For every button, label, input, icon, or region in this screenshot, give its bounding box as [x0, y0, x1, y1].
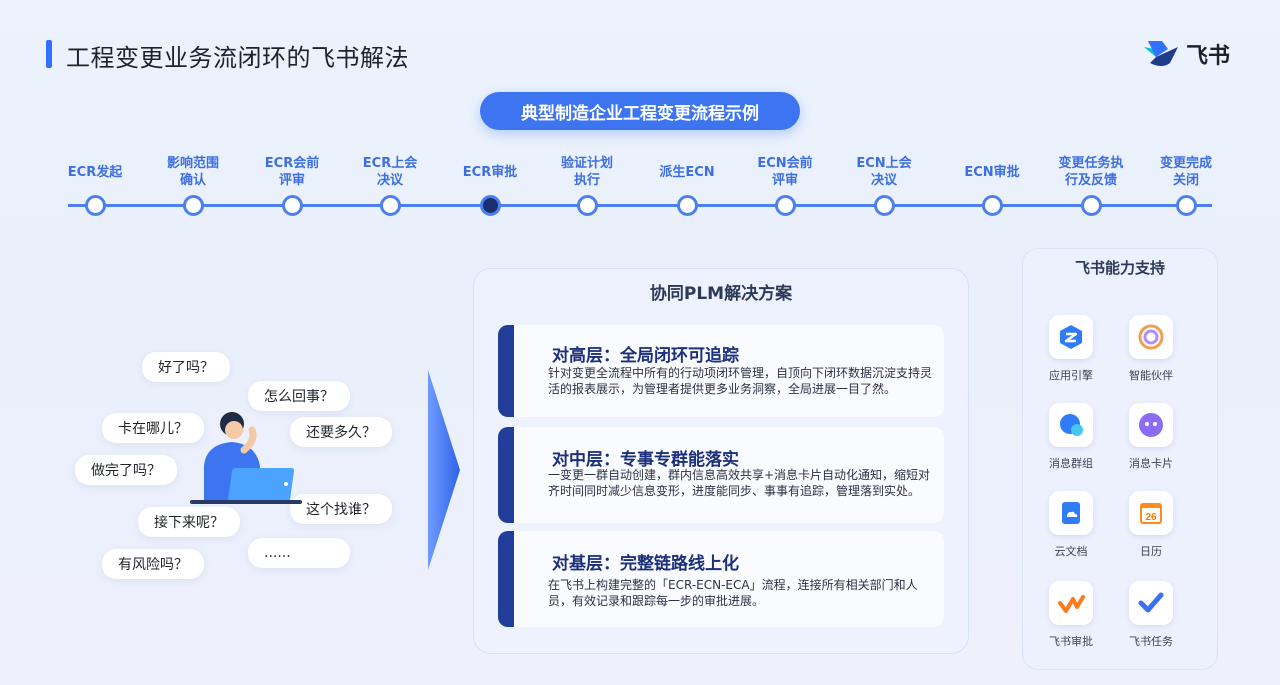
card-base-level: 对基层：完整链路线上化 在飞书上构建完整的「ECR-ECN-ECA」流程，连接所… — [498, 531, 944, 627]
timeline-step-label: 变更完成 关闭 — [1159, 156, 1212, 188]
timeline-step: 影响范围 确认 — [148, 154, 238, 216]
tool-ai-partner: 智能伙伴 — [1111, 315, 1191, 383]
timeline-step-label: ECR会前 评审 — [264, 156, 320, 188]
tool-task: 飞书任务 — [1111, 581, 1191, 649]
timeline-step-label: ECR发起 — [67, 164, 123, 180]
plm-title: 协同PLM解决方案 — [649, 284, 793, 304]
timeline-dot — [775, 195, 796, 216]
card-accent-bar — [498, 531, 514, 627]
card-text: 在飞书上构建完整的「ECR-ECN-ECA」流程，连接所有相关部门和人员，有效记… — [548, 578, 918, 608]
timeline-step: 变更任务执 行及反馈 — [1046, 154, 1136, 216]
tool-message-card: 消息卡片 — [1111, 403, 1191, 471]
timeline-step: ECR会前 评审 — [247, 154, 337, 216]
card-text: 针对变更全流程中所有的行动项闭环管理，自顶向下闭环数据沉淀支持灵活的报表展示，为… — [548, 366, 933, 396]
card-title: 对中层：专事专群能落实 — [552, 450, 739, 470]
timeline-line — [68, 204, 1212, 207]
title-accent-bar — [46, 40, 52, 68]
question-bubble: 好了吗？ — [142, 352, 230, 382]
question-bubble: 怎么回事？ — [248, 381, 350, 411]
card-title: 对高层：全局闭环可追踪 — [552, 346, 739, 366]
timeline-dot — [677, 195, 698, 216]
card-top-level: 对高层：全局闭环可追踪 针对变更全流程中所有的行动项闭环管理，自顶向下闭环数据沉… — [498, 325, 944, 417]
tool-calendar: 26 日历 — [1111, 491, 1191, 559]
question-bubble: 卡在哪儿？ — [102, 413, 204, 443]
timeline-step: 变更完成 关闭 — [1141, 154, 1231, 216]
calendar-icon: 26 — [1140, 503, 1162, 524]
tool-cloud-doc: 云文档 — [1031, 491, 1111, 559]
worried-person-illustration — [190, 412, 302, 504]
cloud-doc-icon — [1062, 502, 1080, 524]
timeline-dot — [1081, 195, 1102, 216]
timeline-step: ECR上会 决议 — [345, 154, 435, 216]
timeline-dot — [282, 195, 303, 216]
message-card-icon — [1139, 413, 1163, 437]
card-title: 对基层：完整链路线上化 — [552, 554, 739, 574]
timeline-step-label: 变更任务执 行及反馈 — [1058, 156, 1124, 188]
flow-arrow-icon — [428, 370, 460, 570]
timeline-step: ECN审批 — [947, 154, 1037, 216]
timeline-dot — [85, 195, 106, 216]
timeline-step: ECN会前 评审 — [740, 154, 830, 216]
question-bubble: 这个找谁？ — [290, 494, 392, 524]
timeline-dot — [380, 195, 401, 216]
svg-text:26: 26 — [1145, 512, 1157, 523]
question-bubble: 有风险吗？ — [102, 549, 204, 579]
question-bubble: 还要多久？ — [290, 417, 392, 447]
timeline-step: ECN上会 决议 — [839, 154, 929, 216]
tool-approval: 飞书审批 — [1031, 581, 1111, 649]
timeline-step: ECR发起 — [50, 154, 140, 216]
timeline-dot — [577, 195, 598, 216]
support-title: 飞书能力支持 — [1074, 259, 1165, 277]
timeline-step-label: ECN审批 — [964, 164, 1020, 180]
timeline-dot — [874, 195, 895, 216]
page-title: 工程变更业务流闭环的飞书解法 — [66, 44, 409, 72]
approval-icon — [1058, 595, 1085, 613]
timeline-step: 验证计划 执行 — [542, 154, 632, 216]
feishu-bird-icon — [1144, 41, 1178, 66]
timeline-step-label: 验证计划 执行 — [560, 156, 613, 188]
card-accent-bar — [498, 427, 514, 523]
process-banner: 典型制造企业工程变更流程示例 — [480, 92, 800, 130]
timeline-step: ECR审批 — [445, 154, 535, 216]
timeline-step-label: ECR上会 决议 — [362, 156, 418, 188]
question-bubble: 做完了吗？ — [75, 455, 177, 485]
tool-message-group: 消息群组 — [1031, 403, 1111, 471]
feishu-logo: 飞书 — [1142, 38, 1230, 70]
ai-partner-icon — [1138, 324, 1164, 350]
timeline-step-label: ECR审批 — [462, 164, 518, 180]
card-middle-level: 对中层：专事专群能落实 一变更一群自动创建，群内信息高效共享+消息卡片自动化通知… — [498, 427, 944, 523]
timeline-step-label: ECN上会 决议 — [856, 156, 912, 188]
timeline-step: 派生ECN — [642, 154, 732, 216]
timeline-dot — [982, 195, 1003, 216]
question-bubble: 接下来呢？ — [138, 507, 240, 537]
card-accent-bar — [498, 325, 514, 417]
app-engine-icon — [1060, 325, 1082, 349]
question-bubble: ...... — [248, 538, 350, 568]
card-text: 一变更一群自动创建，群内信息高效共享+消息卡片自动化通知，缩短对齐时间同时减少信… — [548, 468, 931, 498]
tool-app-engine: 应用引擎 — [1031, 315, 1111, 383]
plm-solution-panel: 协同PLM解决方案 对高层：全局闭环可追踪 针对变更全流程中所有的行动项闭环管理… — [473, 268, 969, 654]
timeline-dot — [1176, 195, 1197, 216]
task-icon — [1138, 592, 1164, 613]
feishu-support-panel: 飞书能力支持 应用引擎 智能伙伴 消息群组 — [1022, 248, 1218, 670]
timeline-step-label: 派生ECN — [659, 164, 715, 180]
timeline-step-label: ECN会前 评审 — [757, 156, 813, 188]
timeline-step-label: 影响范围 确认 — [166, 156, 219, 188]
timeline-dot — [183, 195, 204, 216]
timeline-dot-active — [480, 195, 501, 216]
message-group-icon — [1060, 414, 1083, 436]
logo-text: 飞书 — [1186, 44, 1231, 69]
